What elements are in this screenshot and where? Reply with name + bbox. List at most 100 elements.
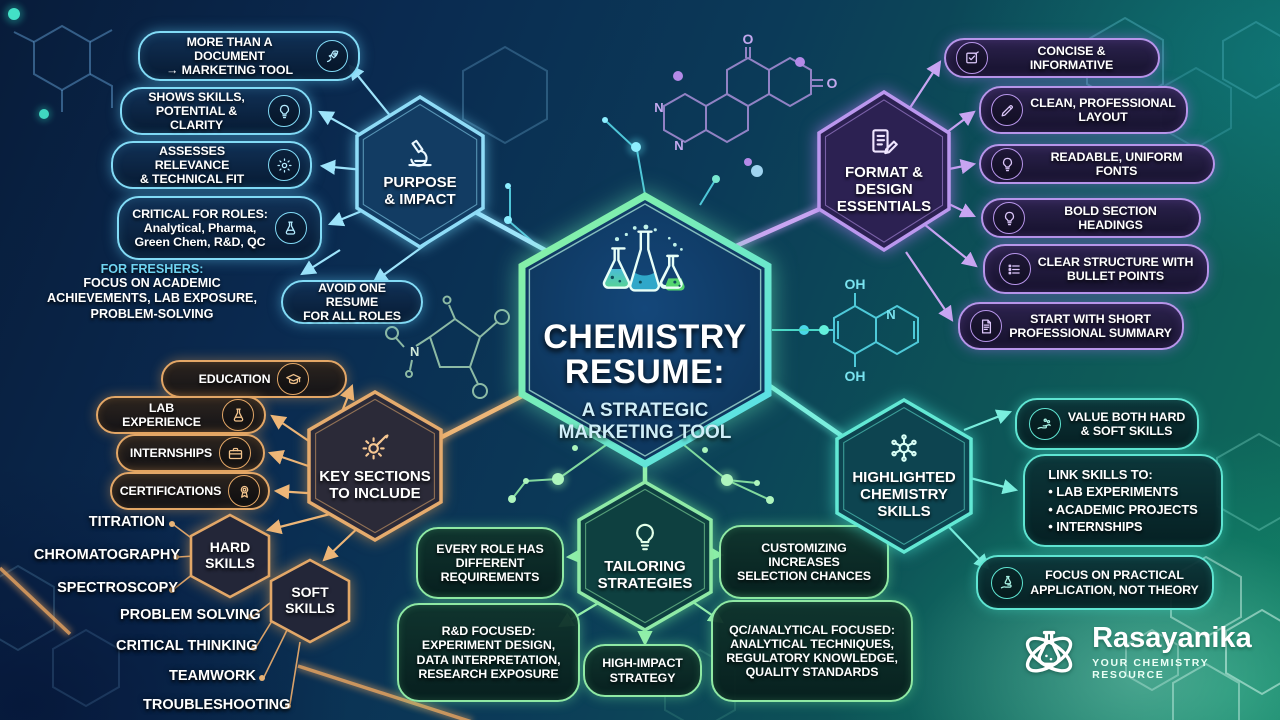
purpose-item-text: CRITICAL FOR ROLES: Analytical, Pharma, … (132, 206, 268, 250)
network-green (511, 444, 771, 501)
key-section-pill: LAB EXPERIENCE (96, 396, 266, 434)
graduation-cap-icon (277, 363, 310, 395)
skill-label-dots (169, 521, 291, 709)
molecule-decoration-left (385, 295, 510, 399)
skills-item-pill: FOCUS ON PRACTICAL APPLICATION, NOT THEO… (976, 555, 1214, 610)
hand-molecule-icon (1028, 408, 1061, 440)
flasks-icon (602, 224, 685, 292)
tailoring-label: TAILORING STRATEGIES (597, 557, 693, 592)
skills-item-pill: LINK SKILLS TO: • LAB EXPERIMENTS • ACAD… (1023, 454, 1223, 547)
flask-hand-icon (991, 566, 1024, 599)
checklist-icon (956, 42, 988, 74)
gear-icon (268, 149, 300, 181)
key-section-pill: CERTIFICATIONS (110, 472, 270, 510)
bulb-icon (268, 95, 300, 127)
format-item-text: BOLD SECTION HEADINGS (1064, 203, 1157, 232)
format-item-pill: CLEAR STRUCTURE WITH BULLET POINTS (983, 244, 1209, 294)
orange-streaks (0, 564, 474, 720)
rasayanika-logo: Rasayanika YOUR CHEMISTRY RESOURCE (1018, 620, 1280, 684)
svg-text:O: O (743, 31, 754, 47)
purpose-item-text: MORE THAN A DOCUMENT → MARKETING TOOL (166, 34, 293, 78)
pencil-icon (991, 94, 1024, 126)
hard-skills-label: HARD SKILLS (205, 539, 255, 571)
format-item-pill: START WITH SHORT PROFESSIONAL SUMMARY (958, 302, 1184, 350)
hard-skill-label: CHROMATOGRAPHY (33, 547, 180, 563)
network-teal (772, 325, 829, 335)
format-item-text: CLEAN, PROFESSIONAL LAYOUT (1030, 95, 1176, 124)
hard-skill-label: SPECTROSCOPY (57, 580, 178, 596)
format-item-pill: BOLD SECTION HEADINGS (981, 198, 1201, 238)
tailoring-item-text: CUSTOMIZING INCREASES SELECTION CHANCES (737, 540, 871, 584)
flask-icon (222, 399, 254, 431)
benzene-decoration (13, 24, 113, 112)
arrows-skills (945, 409, 1019, 570)
tailoring-hexagon: TAILORING STRATEGIES (577, 480, 713, 632)
svg-text:N: N (674, 138, 683, 153)
center-title: CHEMISTRY RESUME: (543, 318, 747, 392)
freshers-label: FOR FRESHERS: (100, 262, 204, 276)
center-subtitle: A STRATEGIC MARKETING TOOL (558, 400, 732, 443)
purpose-item-pill: MORE THAN A DOCUMENT → MARKETING TOOL (138, 31, 360, 81)
briefcase-icon (219, 437, 252, 469)
logo-name: Rasayanika (1092, 621, 1252, 654)
format-item-pill: CLEAN, PROFESSIONAL LAYOUT (979, 86, 1188, 134)
tailoring-item-pill: QC/ANALYTICAL FOCUSED: ANALYTICAL TECHNI… (711, 600, 913, 702)
freshers-text: FOCUS ON ACADEMIC ACHIEVEMENTS, LAB EXPO… (47, 276, 257, 321)
key-sections-hexagon: KEY SECTIONS TO INCLUDE (307, 390, 443, 542)
format-design-label: FORMAT & DESIGN ESSENTIALS (836, 164, 932, 215)
purpose-item-pill: CRITICAL FOR ROLES: Analytical, Pharma, … (117, 196, 322, 260)
bulb-icon (991, 148, 1023, 180)
bulb-icon (628, 520, 662, 554)
tailoring-item-text: R&D FOCUSED: EXPERIMENT DESIGN, DATA INT… (416, 624, 561, 681)
avoid-one-resume-text: AVOID ONE RESUME FOR ALL ROLES (303, 280, 401, 324)
bulb-icon (993, 202, 1025, 234)
tailoring-item-pill: R&D FOCUSED: EXPERIMENT DESIGN, DATA INT… (397, 603, 580, 702)
soft-skill-label: TROUBLESHOOTING (143, 697, 291, 713)
tailoring-item-text: EVERY ROLE HAS DIFFERENT REQUIREMENTS (436, 541, 544, 585)
soft-skill-label: PROBLEM SOLVING (120, 607, 261, 623)
avoid-one-resume-pill: AVOID ONE RESUME FOR ALL ROLES (281, 280, 423, 324)
key-section-pill: EDUCATION (161, 360, 347, 398)
molecule-top-labels: O O N N (654, 31, 838, 177)
soft-skills-hexagon: SOFT SKILLS (269, 558, 351, 644)
key-sections-label: KEY SECTIONS TO INCLUDE (319, 467, 431, 502)
list-icon (998, 253, 1031, 285)
format-design-hexagon: FORMAT & DESIGN ESSENTIALS (817, 90, 951, 252)
molecule-icon (887, 431, 921, 465)
rocket-icon (316, 40, 348, 72)
highlighted-skills-label: HIGHLIGHTED CHEMISTRY SKILLS (852, 469, 956, 520)
molecule-decoration-top (663, 47, 823, 144)
purpose-impact-hexagon: PURPOSE & IMPACT (355, 95, 485, 249)
format-item-text: START WITH SHORT PROFESSIONAL SUMMARY (1009, 311, 1172, 340)
format-item-text: CLEAR STRUCTURE WITH BULLET POINTS (1037, 254, 1194, 283)
network-green-dots (508, 445, 774, 504)
purpose-item-text: ASSESSES RELEVANCE & TECHNICAL FIT (139, 143, 245, 187)
skills-item-pill: VALUE BOTH HARD & SOFT SKILLS (1015, 398, 1199, 450)
hard-skill-label: TITRATION (88, 514, 165, 530)
hard-skills-hexagon: HARD SKILLS (189, 513, 271, 599)
soft-skill-label: TEAMWORK (169, 668, 256, 684)
document-icon (970, 310, 1003, 342)
atom-flask-icon (1025, 630, 1073, 673)
skills-item-text: FOCUS ON PRACTICAL APPLICATION, NOT THEO… (1030, 568, 1199, 597)
medal-icon (228, 475, 261, 507)
tailoring-item-text: QC/ANALYTICAL FOCUSED: ANALYTICAL TECHNI… (726, 622, 898, 680)
purpose-item-pill: ASSESSES RELEVANCE & TECHNICAL FIT (111, 141, 312, 189)
purpose-impact-label: PURPOSE & IMPACT (383, 173, 457, 208)
microscope-icon (403, 136, 437, 170)
soft-skills-label: SOFT SKILLS (285, 584, 335, 616)
svg-text:O: O (827, 75, 838, 91)
purpose-item-text: SHOWS SKILLS, POTENTIAL & CLARITY (148, 89, 245, 133)
tailoring-item-text: HIGH-IMPACT STRATEGY (602, 656, 683, 685)
tailoring-item-pill: HIGH-IMPACT STRATEGY (583, 644, 702, 697)
purpose-item-pill: SHOWS SKILLS, POTENTIAL & CLARITY (120, 87, 312, 135)
tailoring-item-pill: CUSTOMIZING INCREASES SELECTION CHANCES (719, 525, 889, 599)
center-hexagon: CHEMISTRY RESUME: A STRATEGIC MARKETING … (518, 192, 772, 468)
soft-skill-label: CRITICAL THINKING (116, 638, 258, 654)
format-item-text: READABLE, UNIFORM FONTS (1050, 149, 1183, 178)
molecule-left-label: N (410, 344, 419, 359)
skills-item-text: VALUE BOTH HARD & SOFT SKILLS (1067, 409, 1186, 438)
key-section-text: CERTIFICATIONS (119, 483, 222, 498)
svg-text:N: N (654, 100, 663, 115)
key-section-text: EDUCATION (198, 371, 271, 386)
